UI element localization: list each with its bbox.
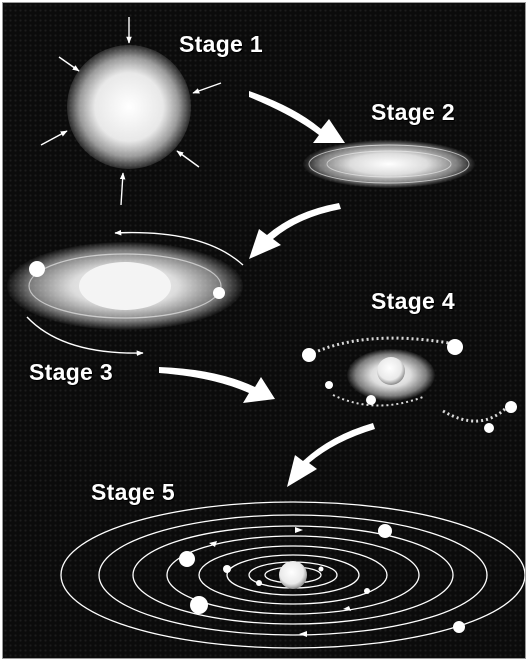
- stage-5-planet: [179, 551, 195, 567]
- orbit-direction-mark: [295, 527, 303, 533]
- inward-arrow: [41, 131, 67, 145]
- stage-3-central-bulge: [79, 262, 171, 310]
- stage-5-planet: [319, 567, 324, 572]
- stage-5-label: Stage 5: [91, 479, 175, 506]
- inward-arrow: [193, 83, 221, 93]
- stage-4-planetesimal: [505, 401, 517, 413]
- stage-5-bodies: [179, 524, 465, 633]
- orbit-direction-mark: [299, 631, 307, 637]
- flow-arrow-stage-3-to-4: [159, 367, 275, 403]
- stage-3-clump: [29, 261, 45, 277]
- stage-1-label: Stage 1: [179, 31, 263, 58]
- stage-1-gas-cloud: [67, 45, 191, 169]
- inward-arrow: [177, 151, 199, 167]
- stage-4-protosun: [377, 357, 405, 385]
- stage-4-illustration: [302, 338, 517, 433]
- stage-2-flattened-disk: [303, 140, 475, 188]
- stage-5-planet: [364, 588, 370, 594]
- flow-arrow-stage-1-to-2: [249, 91, 345, 143]
- stage-5-sun: [279, 561, 307, 589]
- stage-4-planetesimal: [484, 423, 494, 433]
- stage-4-planetesimal: [325, 381, 333, 389]
- inward-arrow: [59, 57, 79, 71]
- stage-3-illustration: [7, 233, 243, 354]
- flow-arrow-stage-2-to-3: [249, 203, 341, 259]
- stage-3-clump: [213, 287, 225, 299]
- stage-5-planet: [190, 596, 208, 614]
- stage-2-illustration: [303, 140, 475, 188]
- flow-arrow-stage-4-to-5: [287, 423, 375, 487]
- stage-3-label: Stage 3: [29, 359, 113, 386]
- stage-4-planetesimal: [302, 348, 316, 362]
- stage-4-planetesimal: [366, 395, 376, 405]
- stage-4-label: Stage 4: [371, 288, 455, 315]
- stage-5-planet: [378, 524, 392, 538]
- inward-arrow: [121, 173, 123, 205]
- stage-5-planet: [256, 580, 262, 586]
- stage-2-label: Stage 2: [371, 99, 455, 126]
- stage-4-orbit-arc: [443, 407, 507, 421]
- stage-4-planetesimal: [447, 339, 463, 355]
- stage-5-planet: [223, 565, 231, 573]
- stage-5-planet: [453, 621, 465, 633]
